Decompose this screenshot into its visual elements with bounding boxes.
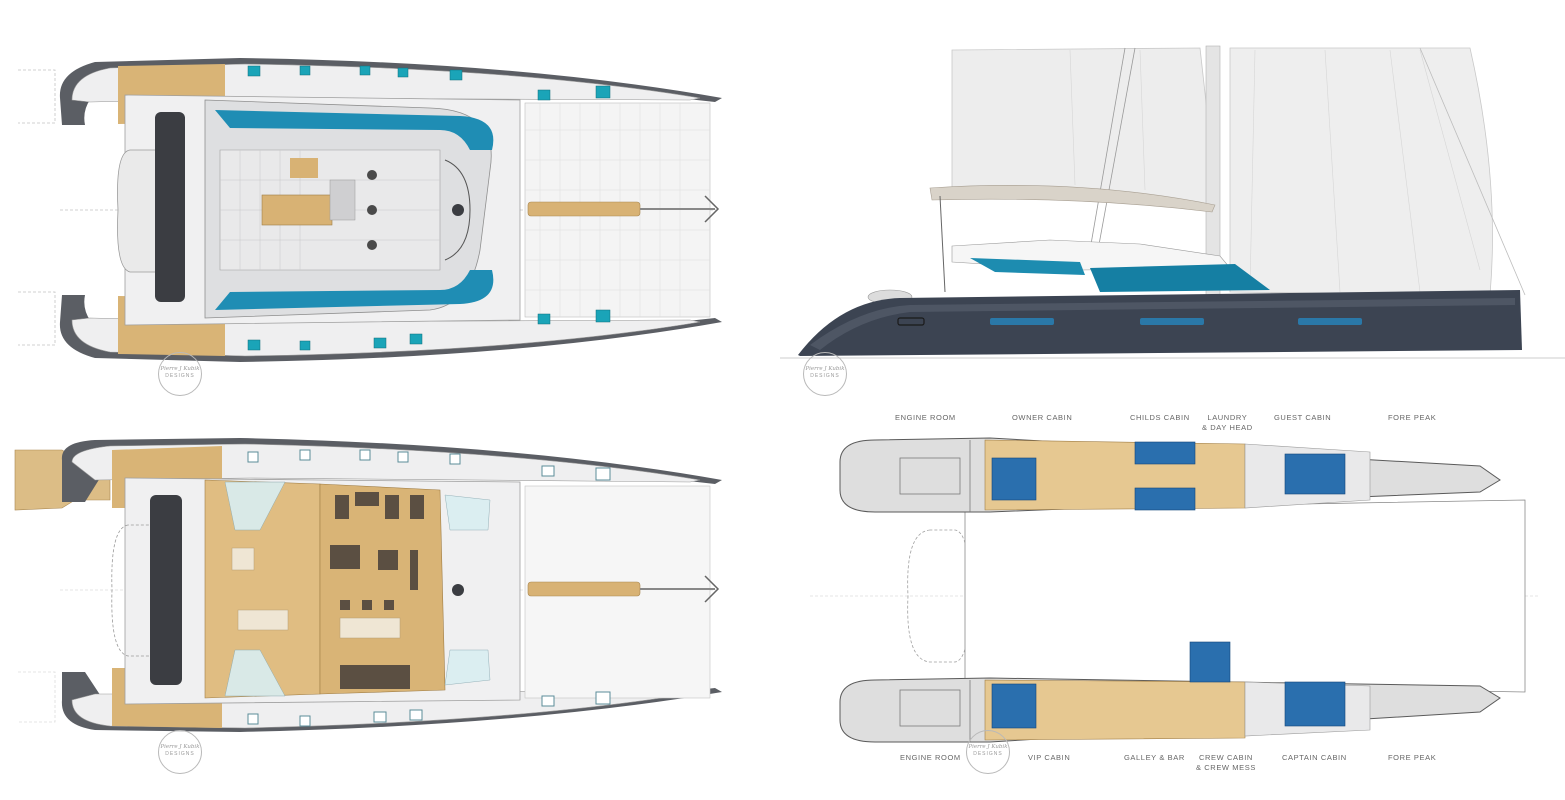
saloon-layout-plan <box>0 400 740 800</box>
profile-side-view <box>780 0 1565 400</box>
label-crew-cabin-mess: CREW CABIN & CREW MESS <box>1196 753 1256 772</box>
accommodation-plan <box>780 400 1565 800</box>
label-galley-bar: GALLEY & BAR <box>1124 753 1185 762</box>
label-fore-peak-bottom: FORE PEAK <box>1388 753 1437 762</box>
label-engine-room-top: ENGINE ROOM <box>895 413 956 422</box>
label-guest-cabin: GUEST CABIN <box>1274 413 1332 422</box>
label-laundry-day-head: LAUNDRY & DAY HEAD <box>1202 413 1253 432</box>
label-vip-cabin: VIP CABIN <box>1028 753 1071 762</box>
label-fore-peak-top: FORE PEAK <box>1388 413 1437 422</box>
label-childs-cabin: CHILDS CABIN <box>1130 413 1190 422</box>
deck-plan-top-view <box>0 0 740 400</box>
label-engine-room-bottom: ENGINE ROOM <box>900 753 961 762</box>
label-owner-cabin: OWNER CABIN <box>1012 413 1073 422</box>
label-captain-cabin: CAPTAIN CABIN <box>1282 753 1347 762</box>
